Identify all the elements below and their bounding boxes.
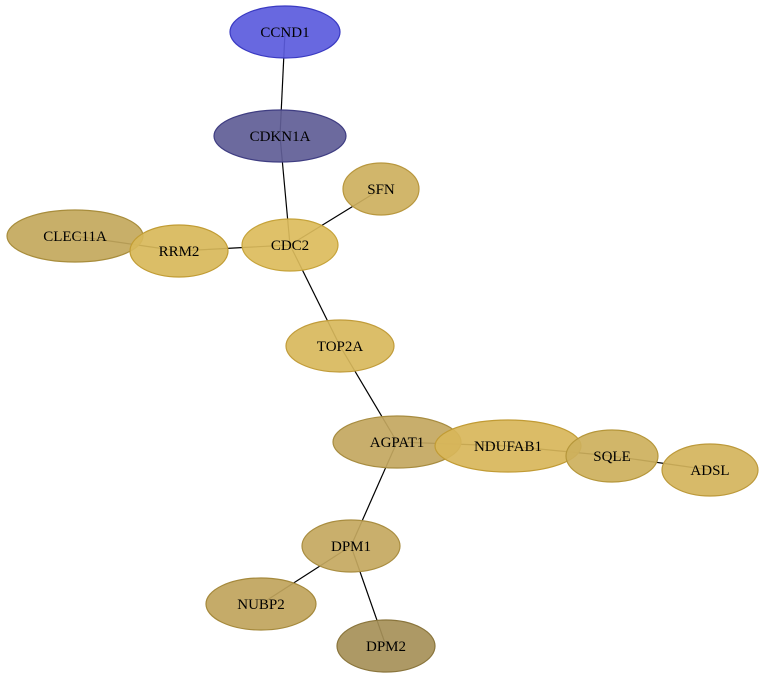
node-adsl[interactable]: ADSL bbox=[661, 443, 759, 497]
node-ellipse-dpm1 bbox=[301, 519, 401, 573]
node-nubp2[interactable]: NUBP2 bbox=[205, 577, 317, 631]
node-top2a[interactable]: TOP2A bbox=[285, 319, 395, 373]
node-label-ndufab1: NDUFAB1 bbox=[474, 439, 542, 455]
node-agpat1[interactable]: AGPAT1 bbox=[332, 415, 462, 469]
node-ellipse-nubp2 bbox=[205, 577, 317, 631]
node-ellipse-sfn bbox=[342, 162, 420, 216]
node-sqle[interactable]: SQLE bbox=[565, 429, 659, 483]
node-ellipse-sqle bbox=[565, 429, 659, 483]
node-ellipse-cdkn1a bbox=[213, 109, 347, 163]
node-ndufab1[interactable]: NDUFAB1 bbox=[434, 419, 582, 473]
node-label-dpm2: DPM2 bbox=[366, 639, 406, 655]
node-ellipse-top2a bbox=[285, 319, 395, 373]
node-label-clec11a: CLEC11A bbox=[43, 229, 107, 245]
node-cdkn1a[interactable]: CDKN1A bbox=[213, 109, 347, 163]
node-ellipse-cdc2 bbox=[241, 218, 339, 272]
node-clec11a[interactable]: CLEC11A bbox=[6, 209, 144, 263]
node-label-sfn: SFN bbox=[367, 182, 395, 198]
node-label-dpm1: DPM1 bbox=[331, 539, 371, 555]
node-sfn[interactable]: SFN bbox=[342, 162, 420, 216]
node-label-agpat1: AGPAT1 bbox=[370, 435, 424, 451]
node-dpm1[interactable]: DPM1 bbox=[301, 519, 401, 573]
node-ccnd1[interactable]: CCND1 bbox=[229, 5, 341, 59]
node-label-ccnd1: CCND1 bbox=[260, 25, 309, 41]
node-label-sqle: SQLE bbox=[593, 449, 631, 465]
node-ellipse-ccnd1 bbox=[229, 5, 341, 59]
node-label-rrm2: RRM2 bbox=[159, 244, 200, 260]
node-label-top2a: TOP2A bbox=[317, 339, 364, 355]
node-rrm2[interactable]: RRM2 bbox=[129, 224, 229, 278]
node-label-nubp2: NUBP2 bbox=[237, 597, 285, 613]
node-ellipse-dpm2 bbox=[336, 619, 436, 673]
node-ellipse-rrm2 bbox=[129, 224, 229, 278]
node-dpm2[interactable]: DPM2 bbox=[336, 619, 436, 673]
node-label-cdkn1a: CDKN1A bbox=[250, 129, 311, 145]
node-label-cdc2: CDC2 bbox=[271, 238, 309, 254]
node-ellipse-adsl bbox=[661, 443, 759, 497]
node-cdc2[interactable]: CDC2 bbox=[241, 218, 339, 272]
node-label-adsl: ADSL bbox=[690, 463, 729, 479]
